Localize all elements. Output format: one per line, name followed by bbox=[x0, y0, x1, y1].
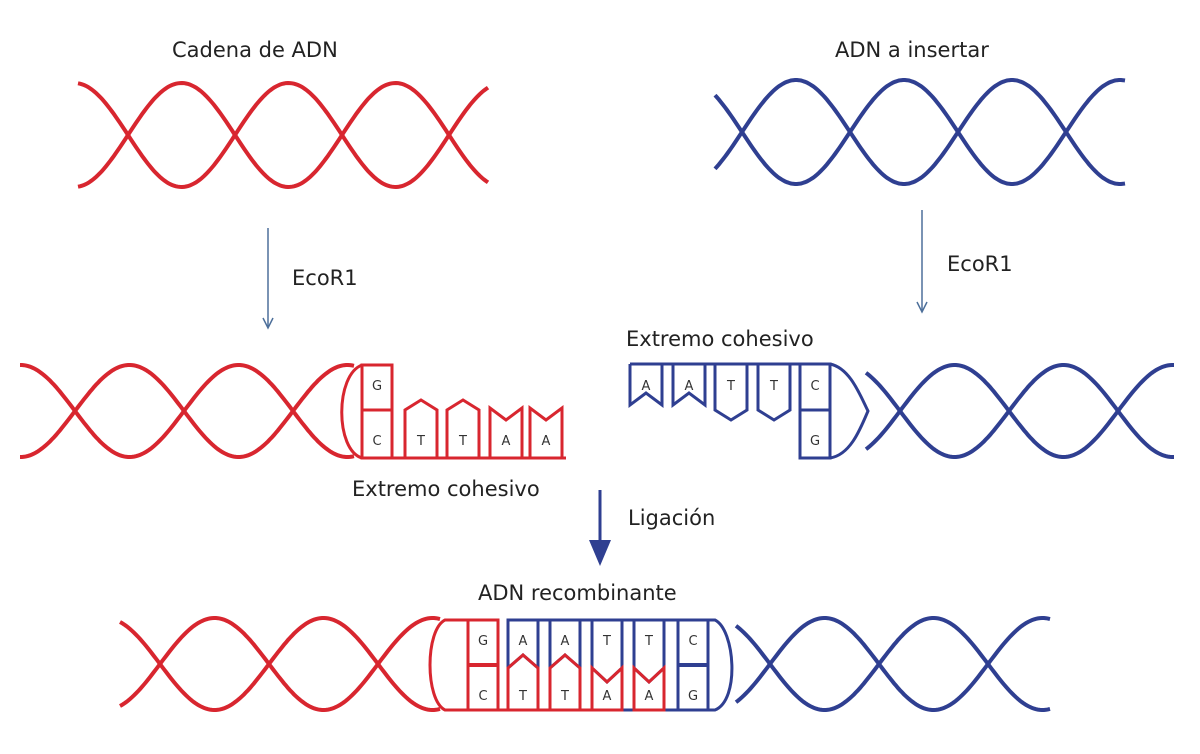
base-letter: C bbox=[478, 689, 487, 704]
ligation-label: Ligación bbox=[628, 506, 715, 530]
recombinant-red-frame bbox=[428, 618, 600, 712]
base-letter: A bbox=[542, 434, 551, 449]
recombinant-source-helix-strand-2 bbox=[119, 616, 441, 712]
overhang-base bbox=[528, 405, 564, 458]
base-pair: GC bbox=[466, 618, 500, 712]
recombinant-label: ADN recombinante bbox=[478, 581, 677, 605]
sticky-end-left-label: Extremo cohesivo bbox=[352, 477, 540, 501]
source-helix-strand-2 bbox=[77, 80, 490, 190]
base-pair: AT bbox=[548, 618, 582, 712]
enzyme-left-label: EcoR1 bbox=[292, 266, 358, 290]
helices bbox=[20, 78, 1174, 712]
base-letter: T bbox=[518, 689, 527, 704]
cut-insert-helix-strand-1 bbox=[864, 363, 1174, 459]
base-letter: T bbox=[416, 434, 425, 449]
base-letter: T bbox=[726, 379, 735, 394]
overhang-base bbox=[488, 405, 524, 458]
base-letter: G bbox=[688, 689, 698, 704]
insert-helix-strand-2 bbox=[713, 78, 1126, 186]
source-helix-strand-1 bbox=[77, 80, 490, 190]
recombinant-source-helix-strand-1 bbox=[119, 616, 441, 712]
base-letter: A bbox=[642, 379, 651, 394]
recombinant-insert-helix-strand-1 bbox=[734, 616, 1051, 712]
base-pair: AT bbox=[506, 618, 540, 712]
overhang-base bbox=[445, 398, 481, 458]
cut-source-helix-strand-2 bbox=[20, 363, 355, 459]
arrow-left-ecor1 bbox=[262, 228, 274, 330]
source-dna-label: Cadena de ADN bbox=[172, 38, 338, 62]
base-letter: T bbox=[644, 634, 653, 649]
base-pair: TA bbox=[590, 618, 624, 712]
pair-bottom-base bbox=[548, 653, 582, 712]
pair-bottom-base bbox=[506, 653, 540, 712]
base-letter: T bbox=[560, 689, 569, 704]
base-letter: A bbox=[685, 379, 694, 394]
recombinant-blue-frame bbox=[508, 618, 734, 712]
pair-bottom-base bbox=[632, 664, 666, 712]
overhang-base bbox=[403, 398, 439, 458]
base-letter: C bbox=[372, 434, 381, 449]
base-letter: A bbox=[645, 689, 654, 704]
enzyme-right-label: EcoR1 bbox=[947, 252, 1013, 276]
insert-cut-cap bbox=[829, 362, 870, 460]
insert-helix-strand-1 bbox=[713, 78, 1126, 186]
arrow-right-ecor1 bbox=[916, 210, 928, 314]
base-letter: A bbox=[603, 689, 612, 704]
base-letter: C bbox=[810, 379, 819, 394]
overhang-base bbox=[756, 364, 792, 422]
insert-dna-label: ADN a insertar bbox=[835, 38, 989, 62]
cut-source-helix-strand-1 bbox=[20, 363, 355, 459]
base-letter: C bbox=[688, 634, 697, 649]
overhang-base bbox=[713, 364, 749, 422]
base-letter: T bbox=[769, 379, 778, 394]
overhang-base bbox=[628, 364, 664, 408]
base-letter: G bbox=[372, 379, 382, 394]
arrow-ligation bbox=[589, 490, 611, 566]
base-letter: G bbox=[810, 434, 820, 449]
recombinant-insert-helix-strand-2 bbox=[734, 616, 1051, 712]
cut-insert-helix-strand-2 bbox=[864, 363, 1174, 459]
base-letter: A bbox=[561, 634, 570, 649]
sticky-end-right-label: Extremo cohesivo bbox=[626, 327, 814, 351]
base-letter: T bbox=[458, 434, 467, 449]
overhang-base bbox=[671, 364, 707, 408]
base-letter: A bbox=[502, 434, 511, 449]
base-pair: TA bbox=[632, 618, 666, 712]
base-letter: T bbox=[602, 634, 611, 649]
source-cut-cap bbox=[340, 363, 363, 460]
pair-bottom-base bbox=[590, 664, 624, 712]
base-pair: CG bbox=[676, 618, 710, 712]
base-letter: G bbox=[478, 634, 488, 649]
base-letter: A bbox=[519, 634, 528, 649]
